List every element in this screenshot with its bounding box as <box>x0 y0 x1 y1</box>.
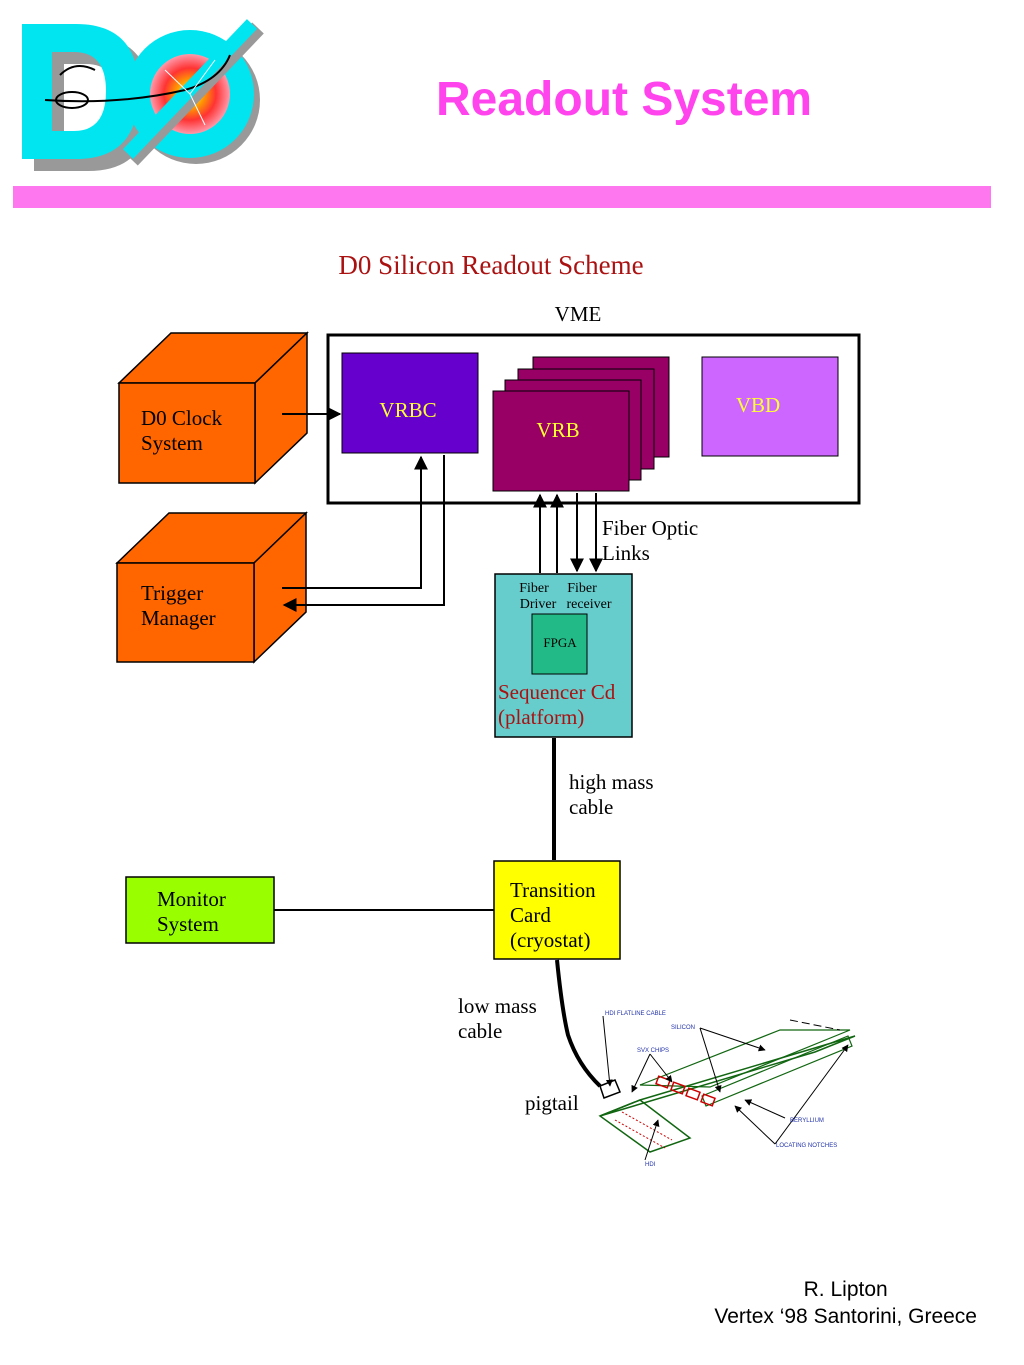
locating-notches-label: LOCATING NOTCHES <box>776 1143 837 1149</box>
footer-author: R. Lipton <box>803 1278 888 1301</box>
silicon-ladder-drawing <box>598 1019 856 1153</box>
low-mass-cable <box>555 959 602 1088</box>
fiber-driver-label-1: Fiber <box>519 581 549 596</box>
d0-logo-icon <box>22 19 264 171</box>
svx-chips-label: SVX CHIPS <box>637 1048 669 1054</box>
vme-label: VME <box>555 302 602 326</box>
diagram-title: D0 Silicon Readout Scheme <box>338 250 643 280</box>
vrb-stack: VRB <box>492 356 670 492</box>
vbd-box <box>701 356 839 457</box>
footer-venue: Vertex ‘98 Santorini, Greece <box>714 1305 977 1328</box>
fiber-receiver-label-2: receiver <box>566 597 611 612</box>
fiber-driver-label-2: Driver <box>520 597 557 612</box>
monitor-system-box <box>125 876 275 944</box>
low-mass-label-1: low mass <box>458 994 537 1018</box>
fiber-receiver-label-1: Fiber <box>567 581 597 596</box>
vbd-label: VBD <box>736 393 780 417</box>
transition-card-label-3: (cryostat) <box>510 928 590 952</box>
footer: R. Lipton Vertex ‘98 Santorini, Greece <box>714 1276 977 1330</box>
sequencer-label-1: Sequencer Cd <box>498 680 616 704</box>
vrbc-label: VRBC <box>379 398 436 422</box>
beryllium-label: BERYLLIUM <box>790 1118 824 1124</box>
low-mass-label-2: cable <box>458 1019 502 1043</box>
silicon-label: SILICON <box>671 1025 695 1031</box>
fpga-label: FPGA <box>543 635 577 650</box>
transition-card-box <box>493 860 621 960</box>
hdi-label: HDI <box>645 1162 656 1168</box>
fiber-optic-label-1: Fiber Optic <box>602 516 698 540</box>
transition-card-label-1: Transition <box>510 878 596 902</box>
d0-clock-label-1: D0 Clock <box>141 406 223 430</box>
trigger-to-vrbc-line <box>282 455 428 589</box>
vrbc-box <box>341 352 479 454</box>
pigtail-label: pigtail <box>525 1091 579 1115</box>
trigger-manager-box: Trigger Manager <box>115 511 308 664</box>
fiber-optic-label-2: Links <box>602 541 650 565</box>
title-divider-bar <box>13 186 991 208</box>
hdi-flatline-label: HDI FLATLINE CABLE <box>605 1011 666 1017</box>
high-mass-label-2: cable <box>569 795 613 819</box>
high-mass-label-1: high mass <box>569 770 654 794</box>
monitor-label-1: Monitor <box>157 887 226 911</box>
transition-card-label-2: Card <box>510 903 551 927</box>
trigger-manager-label-2: Manager <box>141 606 216 630</box>
detector-leader-lines <box>602 1015 849 1161</box>
page-title: Readout System <box>436 73 813 126</box>
sequencer-label-2: (platform) <box>498 705 584 729</box>
d0-clock-system-box: D0 Clock System <box>117 331 309 485</box>
vrbc-to-trigger-line <box>282 455 445 612</box>
vrb-label: VRB <box>536 418 579 442</box>
d0-clock-label-2: System <box>141 431 203 455</box>
trigger-manager-label-1: Trigger <box>141 581 203 605</box>
monitor-label-2: System <box>157 912 219 936</box>
fpga-chip <box>531 613 588 675</box>
